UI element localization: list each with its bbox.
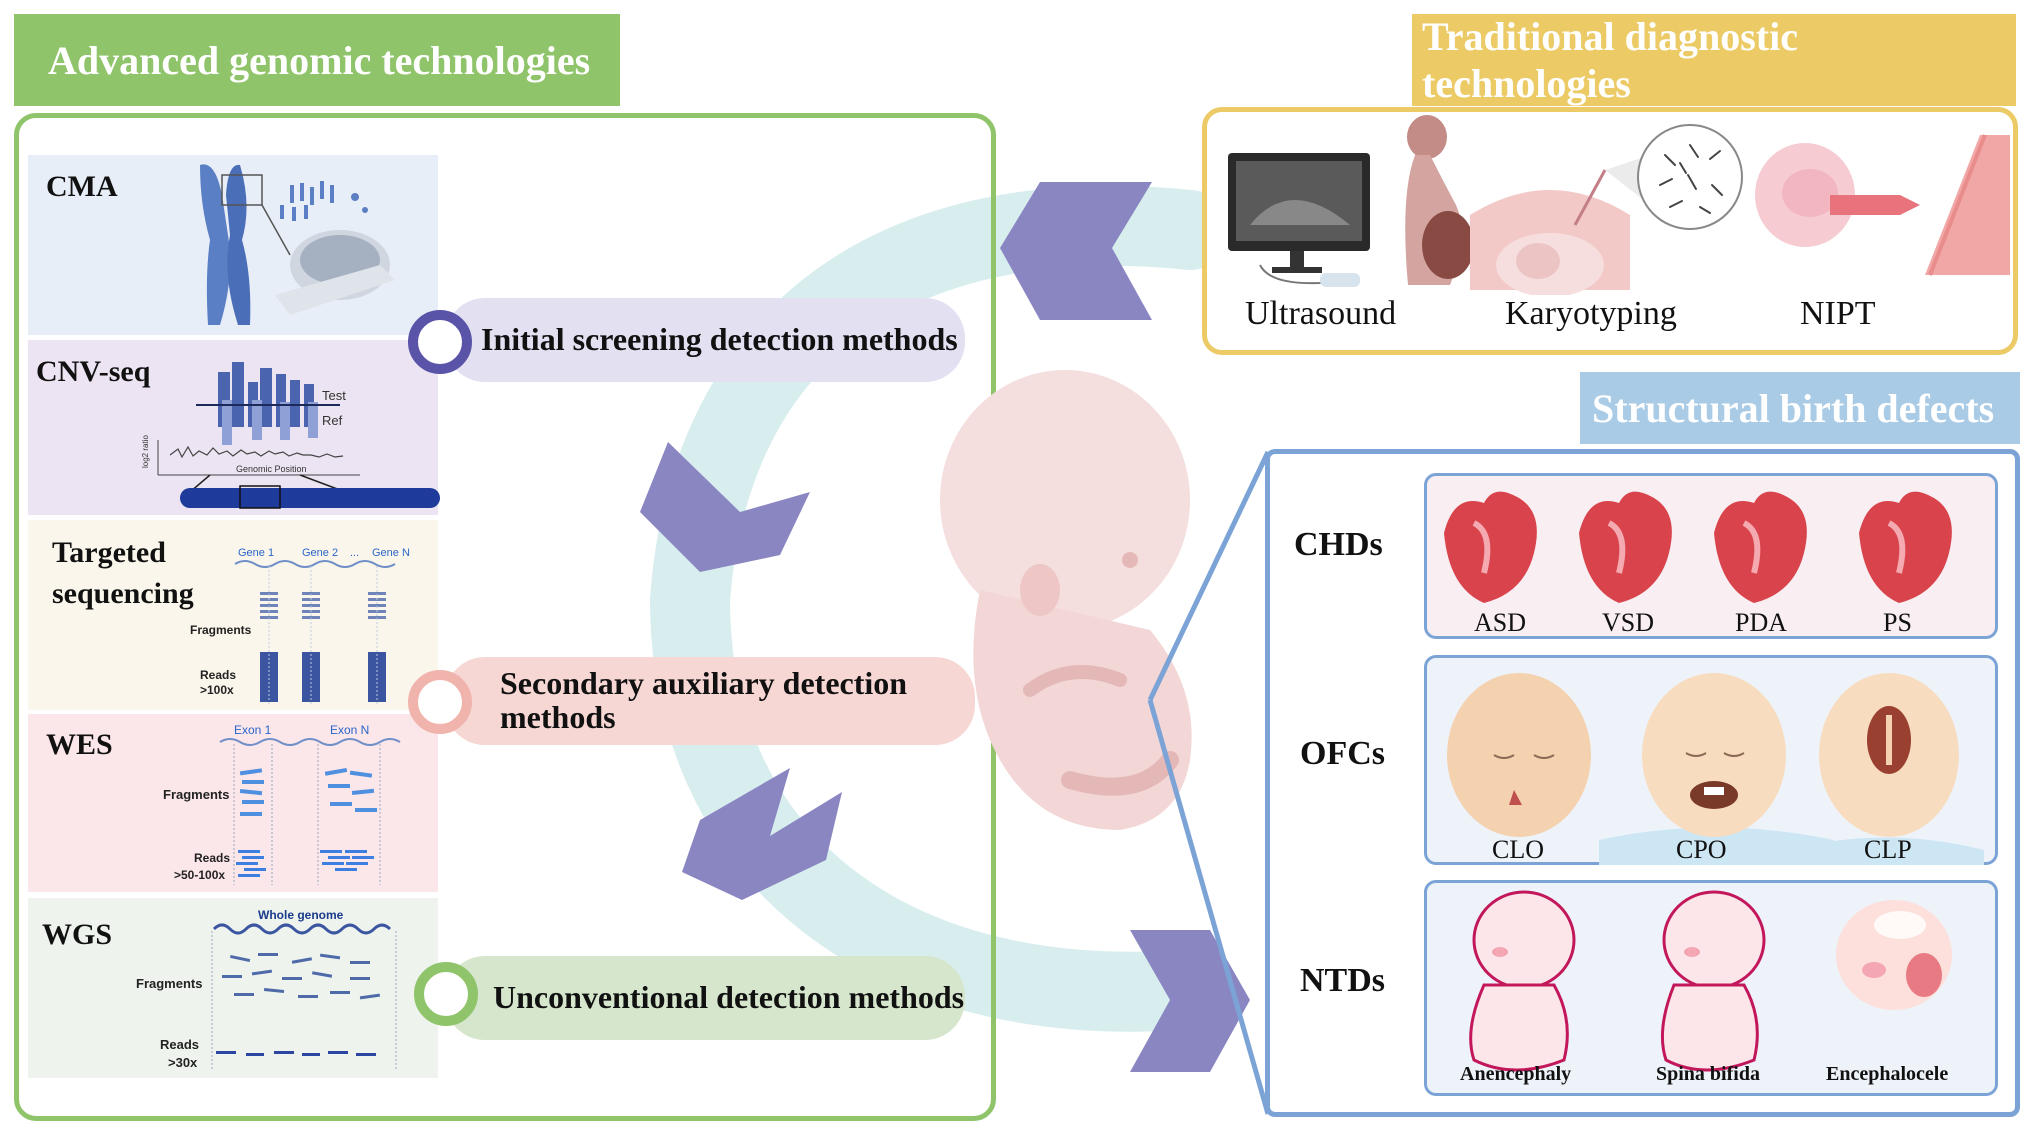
targeted-label: Targeted sequencing: [52, 533, 212, 614]
arrow-to-defects: [1130, 930, 1250, 1072]
ofc-clp-label: CLP: [1864, 835, 1912, 864]
targeted-sequencing-figure: Gene 1 Gene 2 ... Gene N: [234, 547, 410, 705]
chds-label: CHDs: [1294, 526, 1383, 563]
structural-title-text: Structural birth defects: [1592, 385, 1995, 431]
cleft-illustrations: [1447, 673, 1984, 865]
ntd-illustrations: [1469, 890, 1952, 1072]
unconventional-text: Unconventional detection methods: [493, 979, 965, 1016]
arrow-from-traditional: [1000, 182, 1152, 320]
wgs-label: WGS: [42, 918, 113, 951]
heart-pda-icon: [1714, 491, 1807, 603]
wes-reads: Reads: [194, 851, 231, 865]
traditional-illustrations: [1228, 115, 2010, 295]
targeted-gene2: Gene 2: [302, 547, 338, 559]
chd-asd-label: ASD: [1474, 608, 1527, 637]
ofcs-label: OFCs: [1300, 735, 1385, 772]
wes-figure: Exon 1 Exon N: [219, 723, 401, 885]
initial-screening-text: Initial screening detection methods: [481, 321, 958, 358]
ntd-encephalocele-label: Encephalocele: [1826, 1063, 1949, 1085]
wgs-figure: Whole genome: [211, 908, 397, 1070]
targeted-label-text: Targeted sequencing: [52, 536, 194, 610]
chd-vsd-label: VSD: [1602, 608, 1655, 637]
wes-fragments: Fragments: [163, 787, 230, 802]
heart-vsd-icon: [1579, 491, 1672, 603]
wgs-depth: >30x: [168, 1055, 198, 1070]
unconventional-pill: Unconventional detection methods: [445, 956, 965, 1040]
initial-screening-pill: Initial screening detection methods: [445, 298, 965, 382]
wes-exon1: Exon 1: [234, 723, 272, 737]
baby-anencephaly-icon: [1469, 890, 1576, 1072]
wes-panel: [28, 714, 438, 892]
cnv-test-label: Test: [322, 388, 346, 403]
targeted-depth: >100x: [200, 683, 234, 697]
cnv-ylabel: log2 ratio: [141, 435, 150, 468]
cnv-seq-figure: Test Ref Genomic Position log2 ratio: [141, 362, 440, 509]
heart-illustrations: [1444, 491, 1952, 603]
wgs-panel: [28, 898, 438, 1078]
advanced-title: Advanced genomic technologies: [14, 14, 620, 106]
targeted-reads: Reads: [200, 668, 237, 682]
initial-ring: [408, 310, 472, 374]
cnv-genomic-position: Genomic Position: [236, 464, 307, 474]
wgs-reads: Reads: [160, 1037, 200, 1052]
targeted-ellipsis: ...: [350, 547, 359, 559]
wes-exonn: Exon N: [330, 723, 369, 737]
ultrasound-monitor-icon: [1228, 153, 1370, 287]
arrow-down-2: [682, 768, 842, 900]
arrow-down-1: [640, 442, 810, 572]
karyotyping-icon: [1470, 124, 1743, 295]
traditional-title: Traditional diagnostic technologies: [1412, 14, 2016, 106]
wes-label: WES: [46, 728, 113, 761]
targeted-gene1: Gene 1: [238, 547, 274, 559]
karyotyping-label: Karyotyping: [1505, 295, 1677, 332]
secondary-auxiliary-text: Secondary auxiliary detection methods: [500, 665, 908, 735]
fetus-illustration: [940, 370, 1192, 830]
structural-frame: [1265, 449, 2020, 1117]
wes-depth: >50-100x: [174, 868, 226, 882]
wgs-fragments: Fragments: [136, 976, 203, 991]
secondary-auxiliary-pill: Secondary auxiliary detection methods: [445, 657, 975, 745]
ultrasound-label: Ultrasound: [1245, 295, 1397, 332]
advanced-title-text: Advanced genomic technologies: [48, 37, 591, 83]
chd-ps-label: PS: [1883, 608, 1912, 637]
secondary-ring: [408, 670, 472, 734]
face-cpo-icon: [1599, 673, 1834, 865]
targeted-genen: Gene N: [372, 547, 410, 559]
heart-asd-icon: [1444, 491, 1537, 603]
traditional-title-text: Traditional diagnostic technologies: [1422, 14, 1798, 106]
ofc-cpo-label: CPO: [1676, 835, 1727, 864]
unconventional-ring: [414, 962, 478, 1026]
wgs-whole-genome: Whole genome: [258, 908, 344, 922]
ntd-anencephaly-label: Anencephaly: [1460, 1063, 1572, 1085]
ofc-clo-label: CLO: [1492, 835, 1544, 864]
chd-pda-label: PDA: [1735, 608, 1788, 637]
baby-spina-bifida-icon: [1660, 890, 1766, 1072]
nipt-icon: [1755, 134, 2010, 276]
face-clo-icon: [1447, 673, 1591, 837]
cma-label: CMA: [46, 170, 118, 203]
pregnant-woman-icon: [1405, 115, 1474, 285]
heart-ps-icon: [1859, 491, 1952, 603]
nipt-label: NIPT: [1800, 295, 1876, 332]
chromosome-microarray-icon: [200, 164, 395, 325]
ntd-spina-bifida-label: Spina bifida: [1656, 1063, 1760, 1085]
targeted-fragments: Fragments: [190, 623, 252, 637]
structural-title: Structural birth defects: [1580, 372, 2020, 444]
cnv-label: CNV-seq: [36, 355, 151, 388]
ntds-label: NTDs: [1300, 962, 1386, 999]
face-clp-icon: [1789, 673, 1984, 865]
cnv-ref-label: Ref: [322, 413, 343, 428]
baby-encephalocele-icon: [1836, 900, 1952, 1010]
